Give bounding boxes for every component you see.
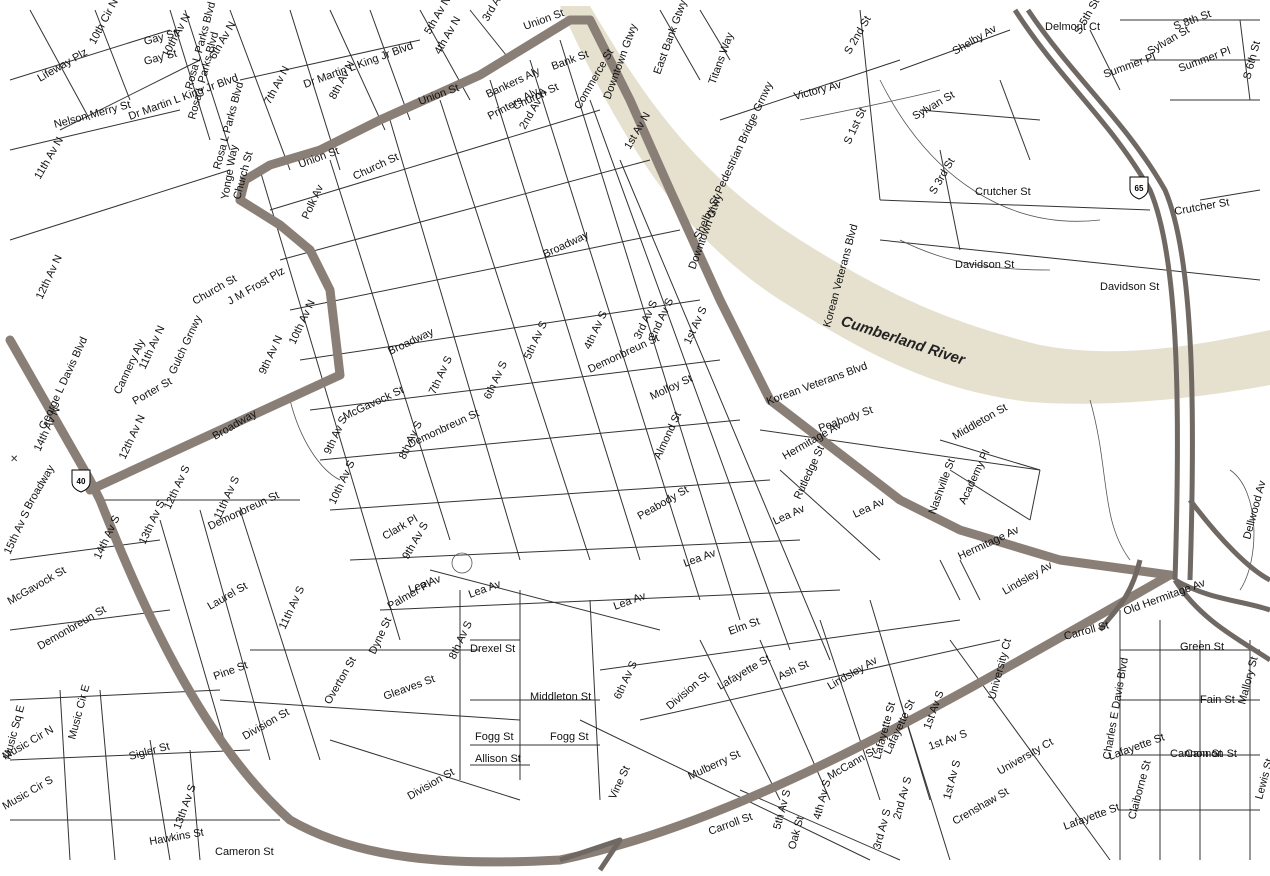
street-label: Fain St [1200,694,1235,706]
interstate-highways [5,8,1270,872]
interstate-65-shield-icon: 65 [1129,176,1149,200]
minor-curves [289,79,1255,591]
compass-mark-icon: ✕ [10,454,18,465]
street-label: Drexel St [470,643,515,655]
street-label: Cameron St [215,846,274,858]
interstate-65-label: 65 [1135,184,1144,193]
street-label: Delmont Ct [1045,21,1100,33]
street-label: Davidson St [955,259,1014,271]
street-label: Davidson St [1100,281,1159,293]
street-label: Fogg St [475,731,514,743]
street-label: Fogg St [550,731,589,743]
interstate-40-label: 40 [77,477,86,486]
street-label: Allison St [475,753,521,765]
interstate-40-shield-icon: 40 [71,469,91,493]
street-label: Green St [1180,641,1224,653]
street-label: Cannon St [1185,748,1237,760]
cumberland-river [560,6,1270,404]
street-label: Middleton St [530,691,591,703]
street-label: Crutcher St [975,186,1031,198]
street-label: Cannon St [1170,748,1222,760]
street-grid [9,9,1261,861]
